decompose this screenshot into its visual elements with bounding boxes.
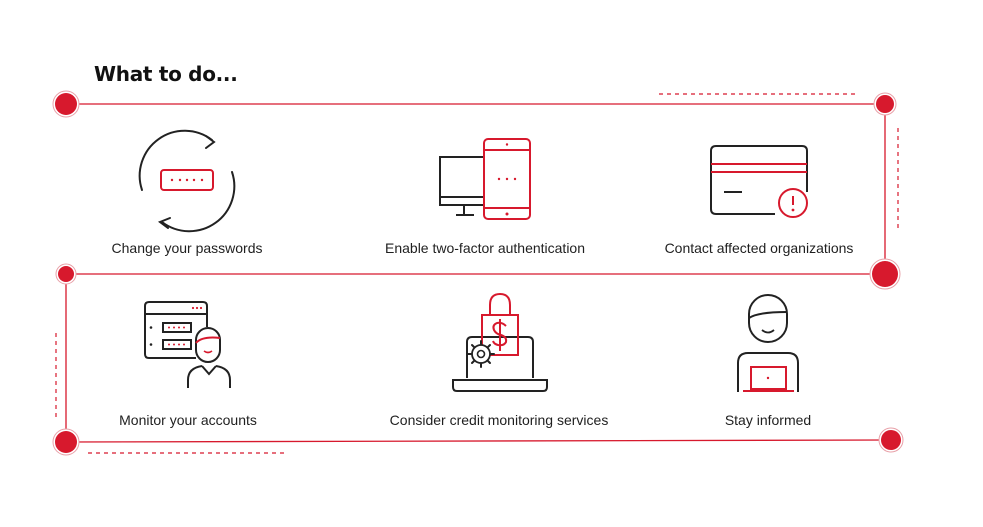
page-title: What to do... (94, 62, 238, 86)
step-label: Contact affected organizations (664, 240, 854, 256)
step-label: Consider credit monitoring services (389, 412, 609, 428)
step-label: Enable two-factor authentication (384, 240, 586, 256)
step-label: Change your passwords (111, 240, 263, 256)
step-label: Stay informed (724, 412, 812, 428)
step-label: Monitor your accounts (119, 412, 257, 428)
frame-dots (52, 90, 904, 456)
